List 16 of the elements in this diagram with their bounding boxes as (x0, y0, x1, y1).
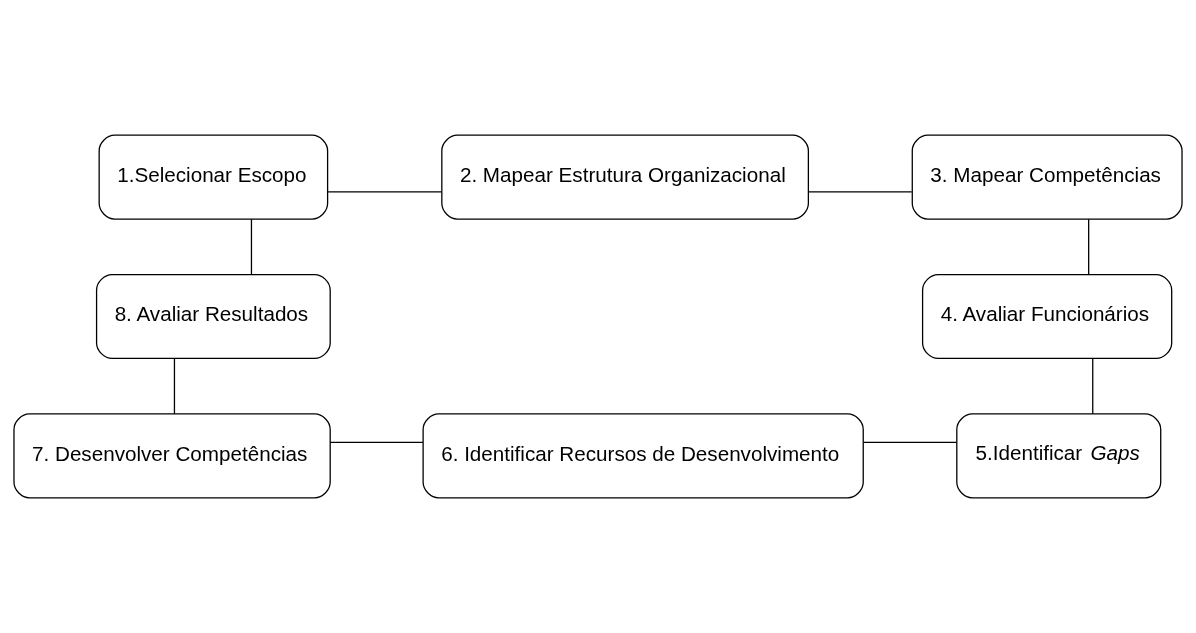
connector (327, 191, 443, 193)
node-box: 3. Mapear Competências (911, 134, 1183, 220)
connector (329, 441, 424, 443)
node-box: 2. Mapear Estrutura Organizacional (441, 134, 810, 220)
node-box: 1.Selecionar Escopo (98, 134, 329, 220)
connector (1092, 358, 1094, 415)
connector (807, 191, 913, 193)
node-box: 6. Identificar Recursos de Desenvolvimento (422, 413, 864, 499)
node-box: 8. Avaliar Resultados (95, 273, 331, 360)
node-box: 7. Desenvolver Competências (13, 413, 331, 499)
connector (250, 218, 253, 275)
connector (173, 357, 176, 415)
connector (1088, 218, 1090, 276)
node-box: 4. Avaliar Funcionários (921, 273, 1173, 360)
connector (862, 441, 958, 443)
node-box: 5.Identificar Gaps (956, 413, 1162, 499)
